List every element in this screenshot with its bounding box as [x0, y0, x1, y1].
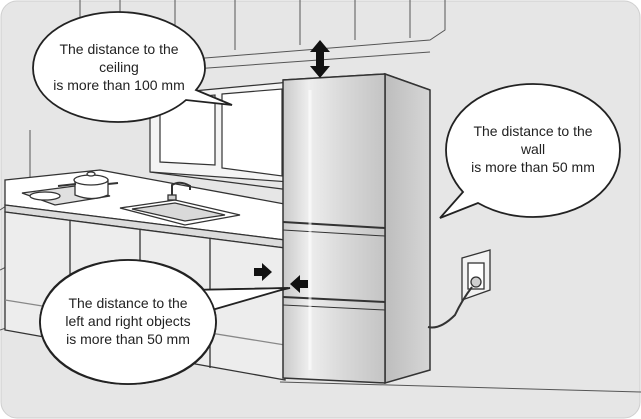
sides-callout-line-2: left and right objects — [40, 312, 216, 330]
refrigerator — [283, 74, 430, 383]
sides-callout-line-1: The distance to the — [40, 294, 216, 312]
ceiling-callout-line-2: ceiling — [33, 58, 205, 76]
wall-callout-line-2: wall — [446, 140, 620, 158]
ceiling-callout-line-3: is more than 100 mm — [33, 76, 205, 94]
sides-callout-line-3: is more than 50 mm — [40, 330, 216, 348]
sides-callout-text: The distance to the left and right objec… — [40, 294, 216, 348]
ceiling-callout-text: The distance to the ceiling is more than… — [33, 40, 205, 94]
wall-callout-text: The distance to the wall is more than 50… — [446, 122, 620, 176]
wall-callout-line-3: is more than 50 mm — [446, 158, 620, 176]
ceiling-callout-line-1: The distance to the — [33, 40, 205, 58]
wall-callout-line-1: The distance to the — [446, 122, 620, 140]
